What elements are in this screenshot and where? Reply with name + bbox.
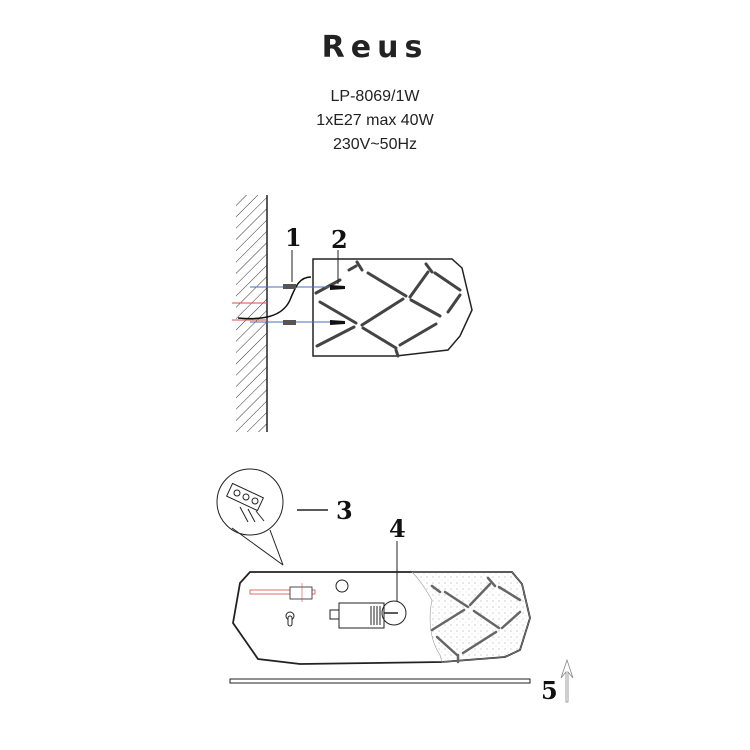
- terminal-block-detail: [216, 468, 284, 566]
- ceiling-plate: [229, 678, 531, 684]
- wall-lamp-side: [312, 258, 473, 358]
- bulb-spec: 1xE27 max 40W: [316, 112, 434, 129]
- power-spec: 230V~50Hz: [332, 136, 418, 153]
- callout-1: 1: [285, 223, 302, 252]
- wiring-side: [237, 250, 345, 325]
- wall-side-view: [232, 195, 268, 432]
- product-title: Reus: [321, 30, 429, 65]
- callout-3: 3: [336, 496, 353, 525]
- callout-5: 5: [541, 676, 558, 705]
- model-number: LP-8069/1W: [330, 88, 420, 105]
- up-arrow-icon: [560, 658, 574, 703]
- lamp-base-front: [232, 541, 531, 665]
- callout-4: 4: [389, 514, 406, 543]
- callout-2: 2: [331, 225, 348, 254]
